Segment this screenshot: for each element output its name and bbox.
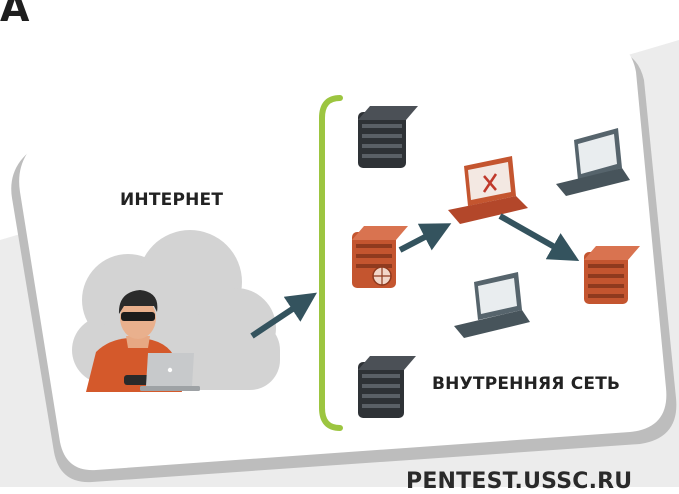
laptop-icon xyxy=(556,128,630,196)
firewall-server-icon xyxy=(352,226,408,288)
server-icon xyxy=(358,106,418,168)
hacker-with-laptop-icon xyxy=(86,290,200,392)
attack-arrow-1 xyxy=(250,292,317,339)
attack-arrow-3 xyxy=(498,213,580,261)
internet-label: ИНТЕРНЕТ xyxy=(120,190,224,210)
compromised-laptop-icon xyxy=(448,156,528,224)
corner-letter: A xyxy=(0,0,30,30)
laptop-icon xyxy=(454,272,530,338)
attack-arrow-2 xyxy=(398,223,452,253)
target-server-icon xyxy=(584,246,640,304)
server-icon xyxy=(358,356,416,418)
network-boundary-bracket xyxy=(319,95,343,431)
internal-network-label: ВНУТРЕННЯЯ СЕТЬ xyxy=(432,374,621,394)
site-watermark: PENTEST.USSC.RU xyxy=(406,469,633,494)
